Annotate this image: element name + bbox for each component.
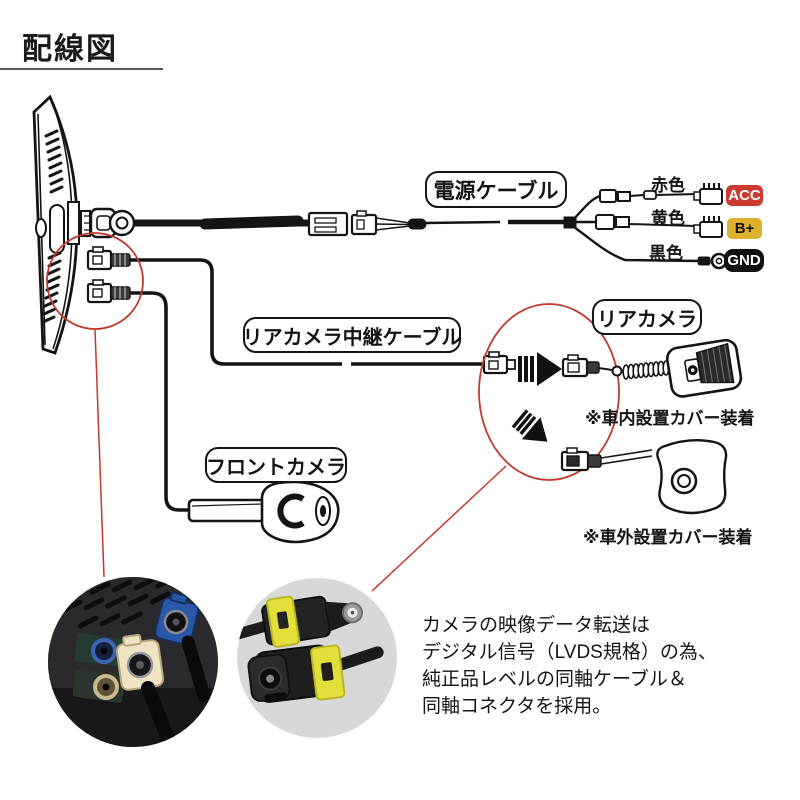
monitor-hinge-knob (35, 218, 47, 238)
arrow-right-icon (518, 352, 562, 386)
badge-gnd: GND (724, 249, 764, 272)
front-camera-handle (187, 498, 266, 523)
connector-highlight-ellipse (478, 303, 620, 481)
fakra-connector-2 (86, 279, 131, 304)
label-rear-camera: リアカメラ (592, 299, 702, 335)
wire-yellow-run (628, 223, 697, 227)
blue-connector-cable (181, 635, 211, 703)
arrows (511, 352, 562, 442)
bullet-connector (617, 191, 631, 202)
cream-connector-cable (141, 681, 177, 747)
connector-detail (567, 362, 580, 373)
camera-cables (130, 258, 516, 512)
fakra-connector-1 (86, 246, 131, 271)
coiled-cable (622, 360, 670, 380)
mount-bracket (67, 201, 80, 245)
rear-camera-exterior (560, 439, 728, 515)
callout-line-left (94, 328, 105, 578)
callout-line-middle (371, 465, 507, 592)
connector-barrel (586, 361, 600, 374)
rear-relay-cable-path (130, 258, 486, 366)
badge-acc: ACC (726, 185, 763, 206)
crimp (697, 256, 711, 266)
bracket-lens (677, 474, 691, 488)
connector-latch (356, 210, 367, 217)
dc-plug-ring-inner (115, 216, 129, 230)
note-interior-cover: ※車内設置カバー装着 (585, 409, 755, 428)
monitor-camera-connectors (86, 246, 131, 304)
connector-detail (566, 455, 580, 467)
front-camera-cable-path (130, 291, 190, 512)
description-line: 同軸コネクタを採用。 (422, 696, 612, 717)
coax-connector-male (237, 595, 364, 648)
wire-red-run (655, 193, 699, 196)
front-camera-c-detail (277, 493, 305, 529)
title-underline (0, 68, 163, 70)
bullet-connector (595, 214, 615, 230)
plug-collar-ribs (84, 215, 90, 231)
label-front-camera: フロントカメラ (205, 447, 347, 483)
coax-connector-photo (237, 578, 397, 738)
coax-connector-female (247, 644, 384, 703)
vent-slots-upper (44, 129, 64, 194)
cable-joint (611, 365, 623, 377)
ring-terminal-hole (715, 257, 723, 265)
fuse-holder-acc (693, 183, 723, 205)
thin-cable (600, 449, 653, 465)
red-annotations (46, 232, 620, 592)
wire-black (573, 226, 701, 263)
dc-plug-window (96, 215, 111, 231)
power-wire-run2 (425, 220, 501, 225)
rear-camera-interior (561, 338, 743, 398)
connector-detail (314, 226, 337, 233)
connector-detail (314, 217, 337, 224)
wire-red-run (629, 194, 645, 197)
monitor-ports-photo (48, 577, 218, 747)
description-line: デジタル信号（LVDS規格）の為、 (422, 642, 717, 663)
connector-latch (566, 447, 578, 454)
connector-wires (375, 217, 411, 231)
fuse-holder-bplus (693, 216, 723, 238)
label-rear-relay-cable: リアカメラ中継ケーブル (243, 317, 461, 353)
cream-fakra-connector (115, 633, 165, 691)
label-power-cable: 電源ケーブル (425, 171, 567, 208)
description-text: カメラの映像データ転送は デジタル信号（LVDS規格）の為、 純正品レベルの同軸… (422, 612, 717, 720)
monitor-illustration (32, 94, 80, 355)
note-exterior-cover: ※車外設置カバー装着 (583, 528, 753, 547)
connector-detail (356, 219, 365, 230)
rear-camera-body (665, 338, 743, 398)
description-line: カメラの映像データ転送は (422, 615, 651, 636)
bullet-connector (599, 189, 617, 203)
arrow-diagonal-icon (511, 409, 548, 442)
badge-bplus: B+ (727, 218, 762, 239)
bullet-connector (615, 216, 630, 228)
page-title: 配線図 (22, 33, 118, 66)
connector-barrel (587, 454, 602, 468)
wire-sleeve (407, 218, 427, 230)
wire-label-black: 黒色 (649, 244, 683, 263)
front-camera-illustration (187, 480, 340, 544)
description-line: 純正品レベルの同軸ケーブル＆ (422, 669, 687, 690)
cable-sleeve (199, 215, 304, 230)
blue-fakra-connector (154, 591, 200, 646)
power-cable (80, 183, 728, 270)
relay-end-connector (482, 351, 516, 375)
short-wire (598, 367, 613, 371)
connector-latch (567, 354, 579, 361)
wire-label-red: 赤色 (651, 176, 685, 195)
wire-label-yellow: 黄色 (651, 209, 685, 228)
wire-red (573, 194, 601, 220)
